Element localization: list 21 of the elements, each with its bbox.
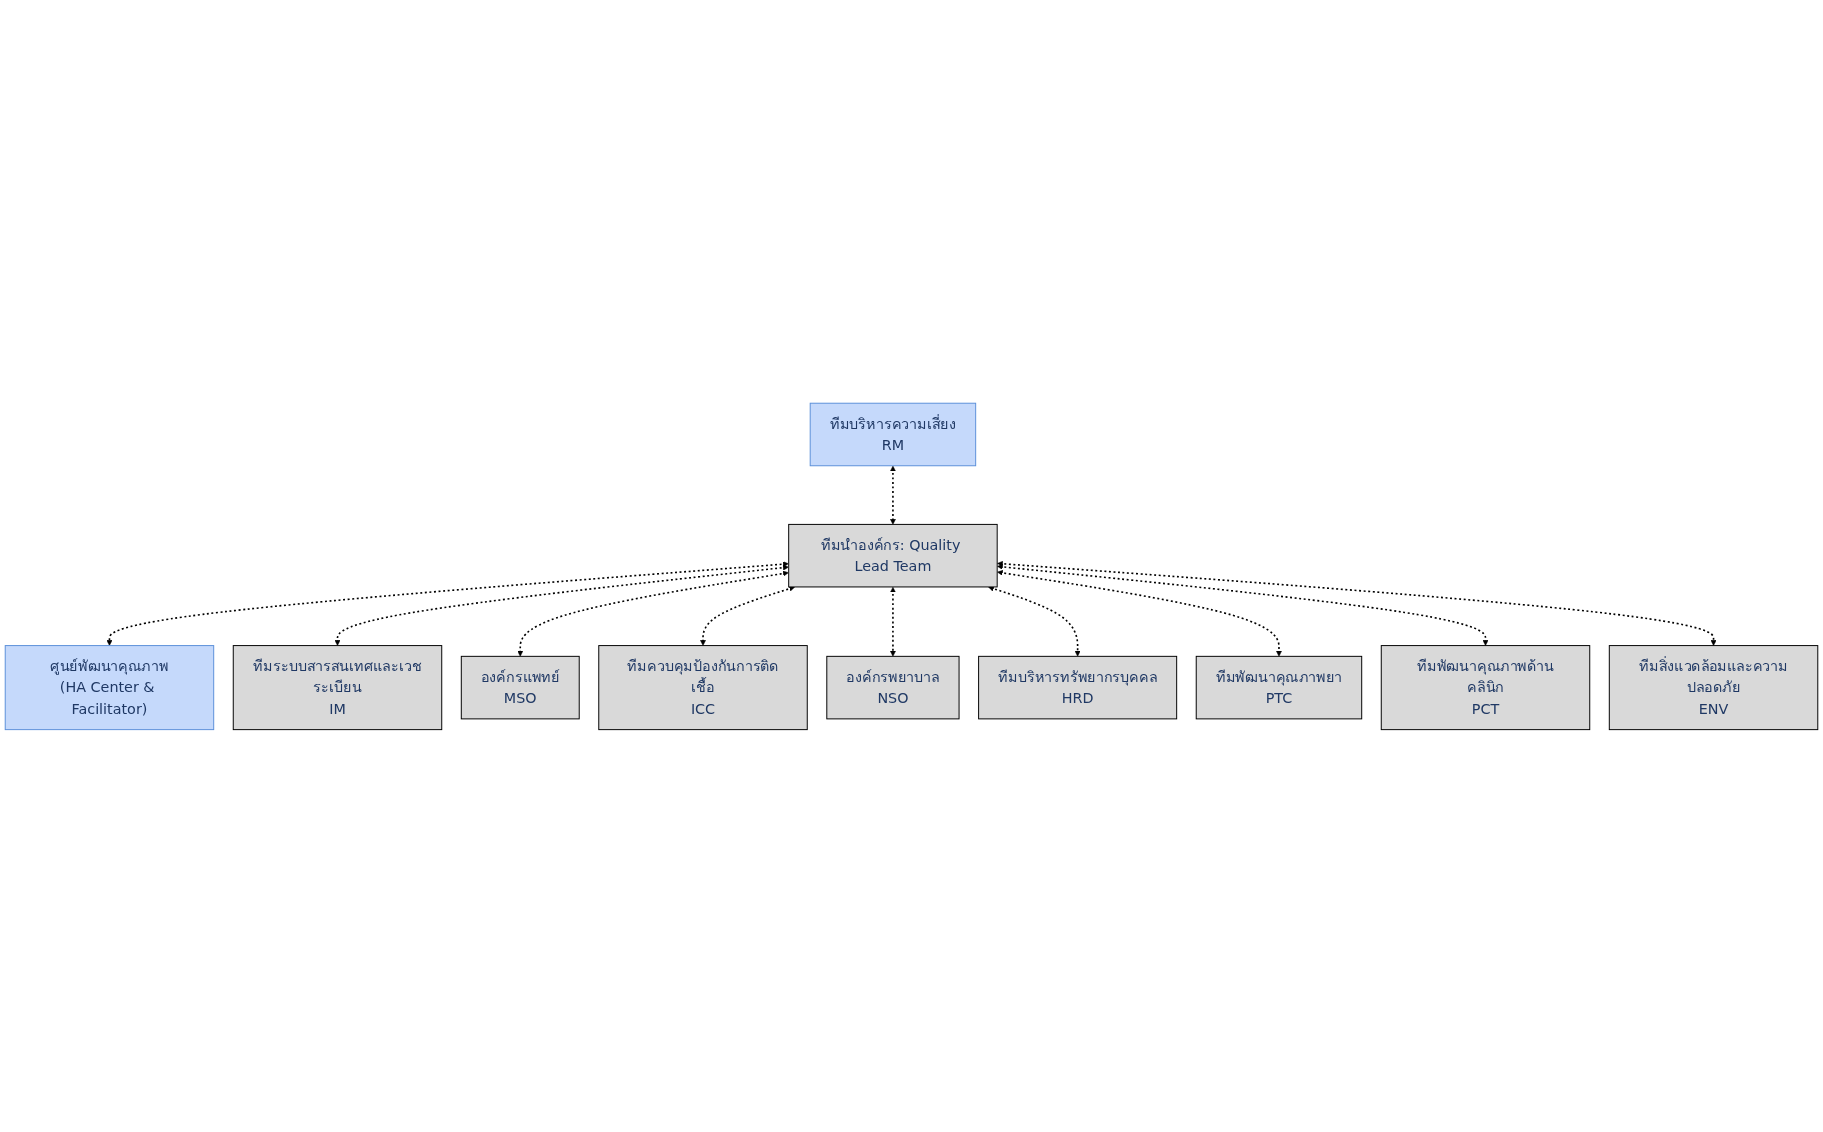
node-box: ศูนย์พัฒนาคุณภาพ (HA Center & Facilitator) — [4, 644, 215, 730]
arrow — [890, 586, 896, 657]
node-box: ทีมนำองค์กร: Quality Lead Team — [788, 523, 998, 587]
arrow — [517, 570, 789, 657]
node-box: ทีมพัฒนาคุณภาพด้านคลินิก PCT — [1380, 644, 1591, 730]
arrow — [890, 465, 896, 525]
node-box: ทีมควบคุมป้องกันการติดเชื้อ ICC — [598, 644, 808, 730]
node-box: องค์กรแพทย์ MSO — [460, 655, 580, 719]
arrow — [700, 585, 795, 646]
node-box: องค์กรพยาบาล NSO — [826, 655, 960, 719]
arrow — [997, 560, 1717, 646]
arrow — [106, 560, 789, 646]
node-box: ทีมสิ่งแวดล้อมและความปลอดภัย ENV — [1608, 644, 1819, 730]
node-box: ทีมระบบสารสนเทศและเวชระเบียน IM — [232, 644, 443, 730]
arrow — [997, 563, 1489, 646]
arrow — [334, 564, 789, 646]
node-box: ทีมบริหารทรัพยากรบุคคล HRD — [978, 655, 1178, 719]
arrow — [997, 569, 1282, 657]
node-box: ทีมบริหารความเสี่ยง RM — [809, 402, 977, 466]
arrow — [988, 585, 1081, 657]
node-box: ทีมพัฒนาคุณภาพยา PTC — [1195, 655, 1363, 719]
